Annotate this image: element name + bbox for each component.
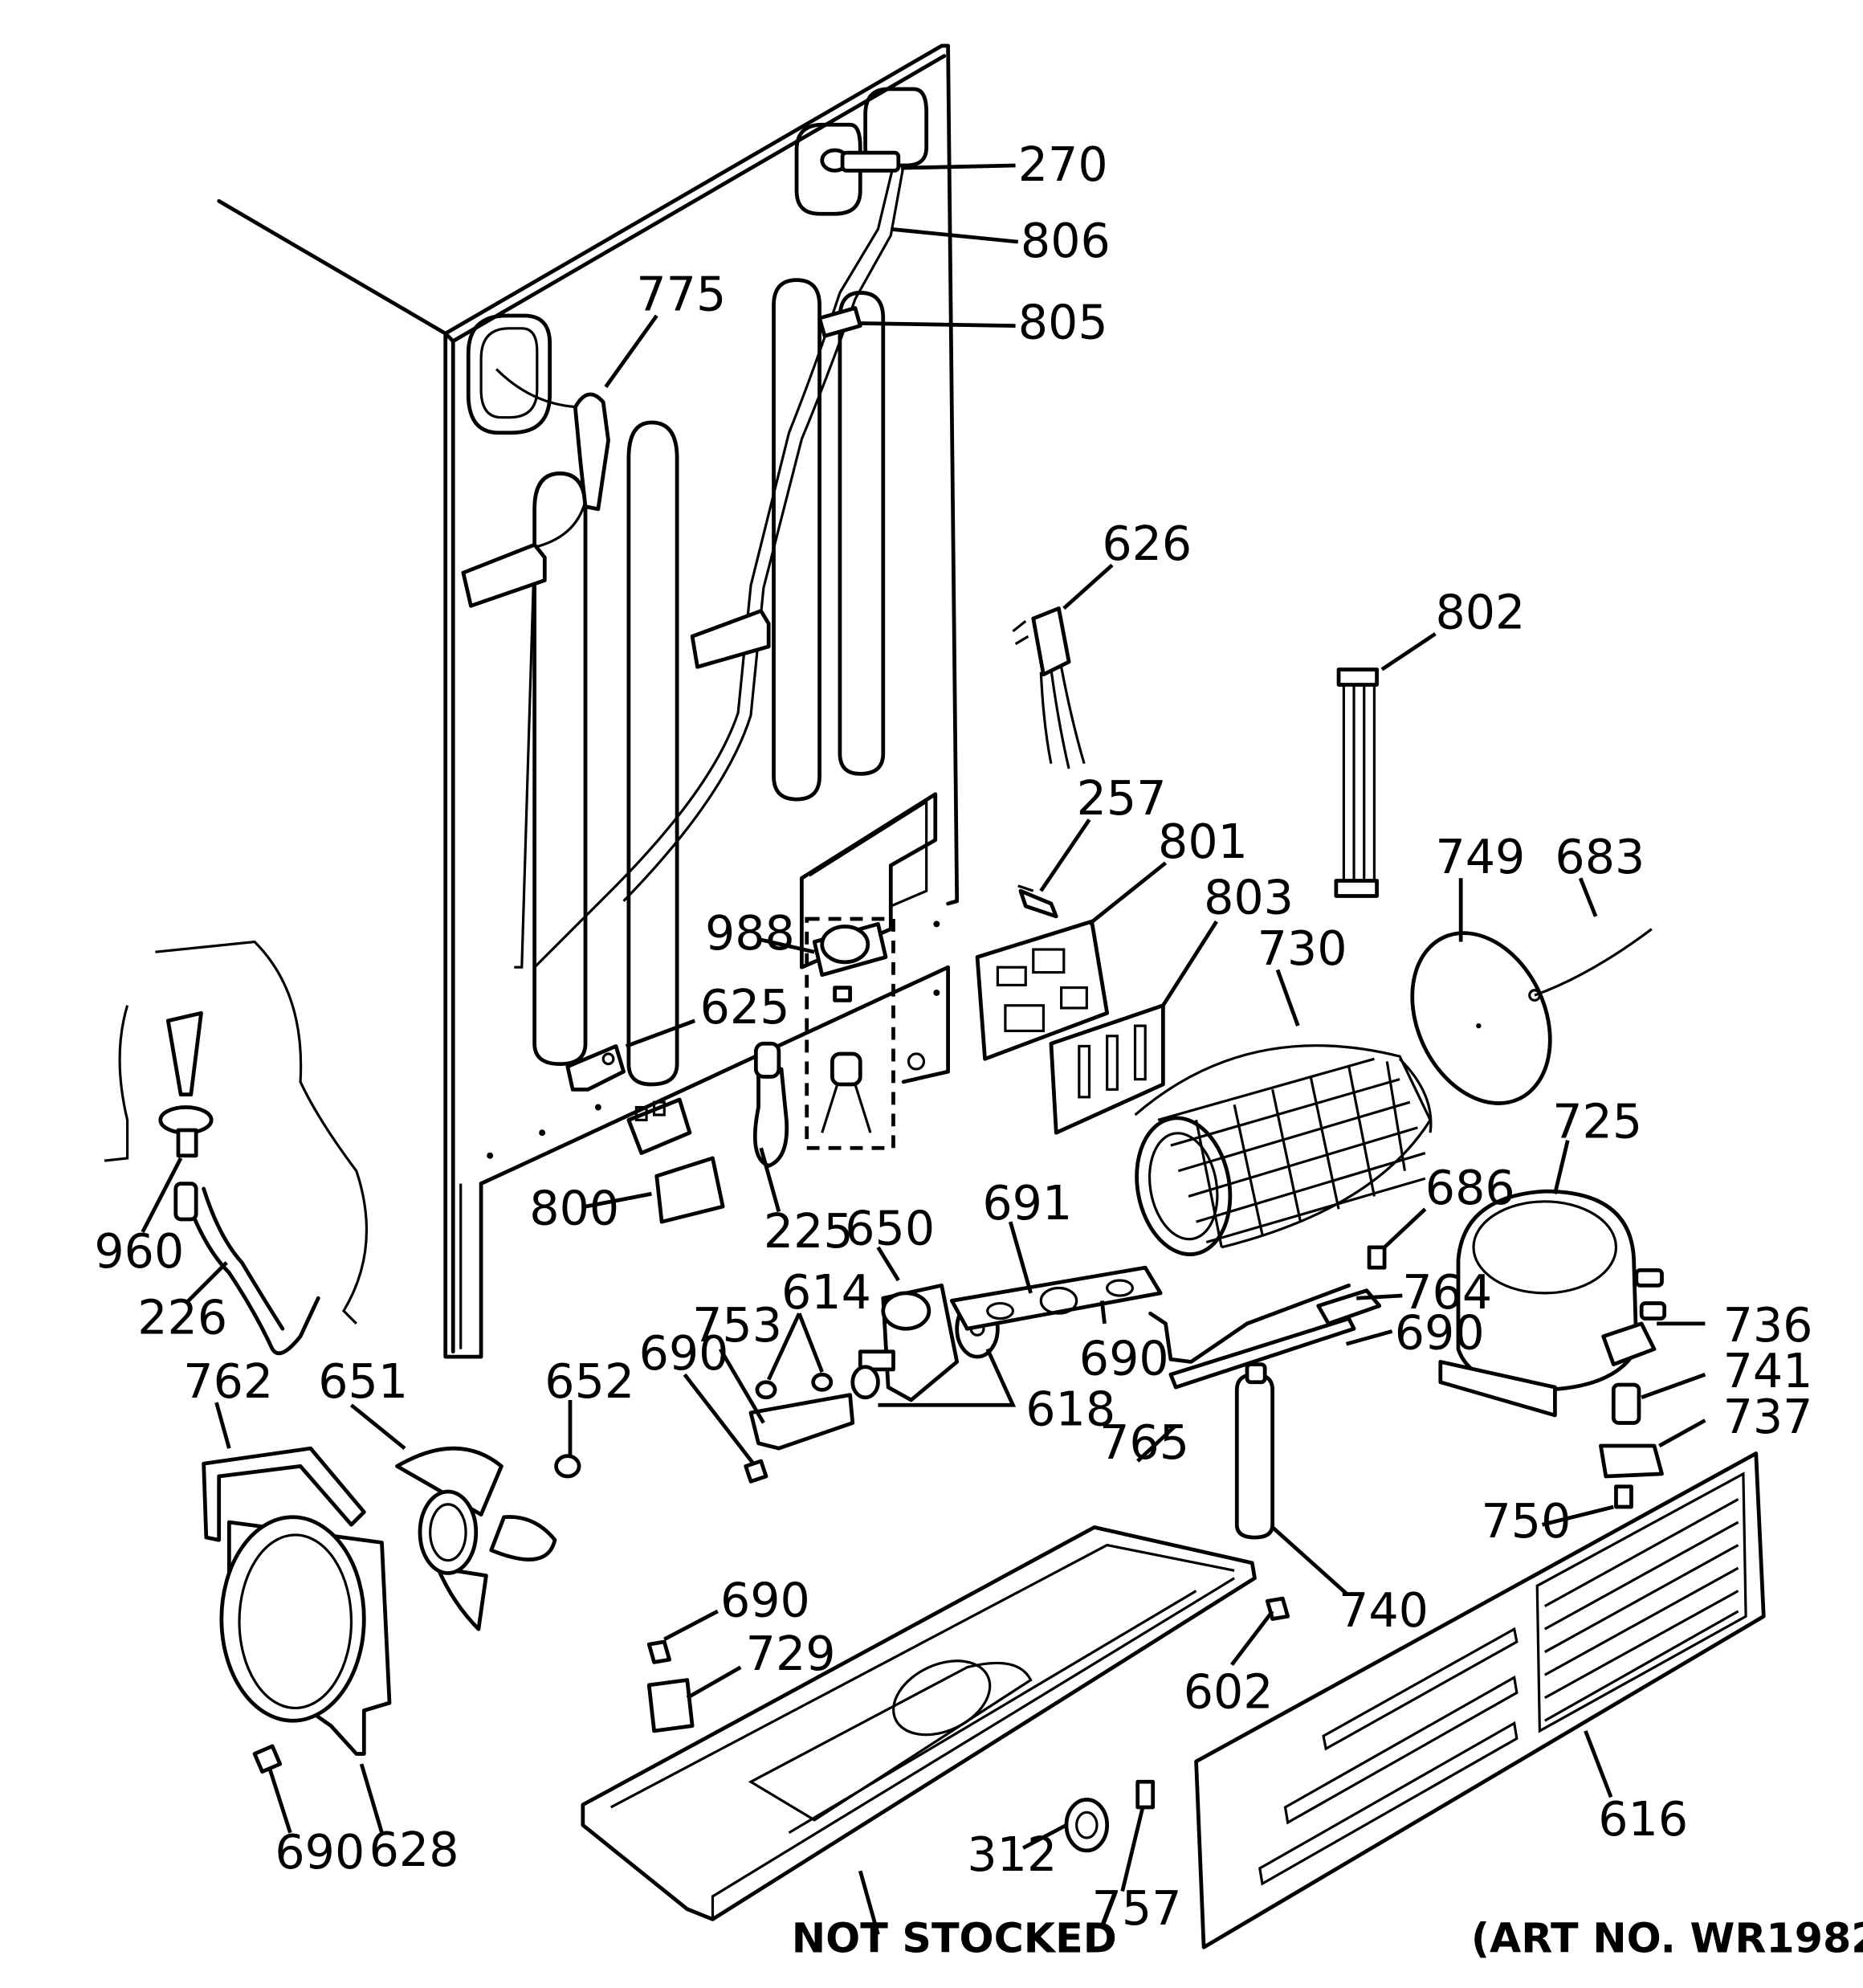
label-801: 801 [1158, 814, 1248, 869]
label-690-d: 690 [720, 1573, 810, 1627]
base-pan-not-stocked [581, 1525, 1257, 1921]
compressor [1438, 1189, 1667, 1418]
clip-729 [646, 1678, 695, 1733]
label-616: 616 [1598, 1792, 1688, 1847]
label-805: 805 [1018, 295, 1108, 349]
label-729: 729 [746, 1627, 836, 1681]
label-651: 651 [318, 1354, 408, 1409]
tube-clip-part [817, 306, 862, 338]
roller-312 [1064, 1798, 1110, 1853]
label-690-c: 690 [1395, 1306, 1485, 1361]
label-757: 757 [1092, 1881, 1182, 1936]
bracket-753 [748, 1393, 855, 1451]
part-number-labels: 270 806 805 775 626 802 257 801 749 683 … [94, 137, 1863, 1962]
bracket-part [565, 1044, 626, 1092]
label-690-e: 690 [275, 1825, 365, 1880]
label-800: 800 [529, 1181, 619, 1235]
tube-grommet-part [820, 148, 901, 173]
mount-737 [1599, 1443, 1664, 1479]
label-725: 725 [1552, 1095, 1642, 1149]
label-625: 625 [700, 980, 790, 1035]
drain-assembly [104, 940, 368, 1356]
label-626: 626 [1102, 516, 1192, 571]
condenser-fan-blade [395, 1446, 557, 1631]
power-cord-part [1012, 606, 1086, 769]
label-690-b: 690 [1079, 1331, 1169, 1386]
fan-shroud [219, 1515, 392, 1756]
main-control-board [975, 919, 1110, 1061]
grommet-614b [811, 1372, 834, 1392]
label-690-a: 690 [639, 1326, 729, 1381]
condenser-coil [1134, 1044, 1433, 1256]
label-650: 650 [845, 1202, 935, 1256]
label-803: 803 [1204, 871, 1294, 925]
screw-690-729 [646, 1639, 671, 1664]
defrost-water-tube [752, 1047, 789, 1168]
label-740: 740 [1339, 1583, 1429, 1638]
label-257: 257 [1077, 771, 1167, 826]
label-802: 802 [1435, 586, 1525, 640]
screw-part [1367, 1245, 1387, 1270]
label-749: 749 [1435, 830, 1525, 884]
control-board-cover [1049, 1003, 1165, 1135]
label-762: 762 [183, 1354, 273, 1409]
label-628: 628 [369, 1823, 459, 1877]
not-stocked-caption: NOT STOCKED [792, 1915, 1117, 1962]
label-652: 652 [544, 1354, 634, 1409]
drier [1234, 1362, 1275, 1540]
grommet-614a [755, 1380, 777, 1400]
cabinet-back-panel [217, 43, 960, 1359]
art-number-caption: (ART NO. WR19822 C8) [1471, 1915, 1863, 1962]
label-765: 765 [1099, 1415, 1189, 1470]
label-602: 602 [1184, 1664, 1274, 1719]
thermistor-part [1017, 884, 1058, 919]
harness-clamp-part [573, 392, 610, 512]
label-737: 737 [1723, 1390, 1813, 1444]
label-614: 614 [781, 1265, 871, 1320]
mounting-strip [1168, 1316, 1356, 1390]
label-730: 730 [1258, 921, 1347, 976]
discharge-tube [1148, 1283, 1351, 1364]
label-618: 618 [1025, 1382, 1115, 1437]
compressor-strap [949, 1265, 1163, 1331]
condenser-fan-shroud-disc [1410, 931, 1552, 1105]
screw-690-753 [744, 1459, 768, 1484]
grommet-741 [1611, 1382, 1641, 1425]
leader-lines [141, 163, 1706, 1936]
wire-harness-part [1334, 667, 1379, 898]
label-225: 225 [764, 1204, 854, 1259]
label-736: 736 [1723, 1298, 1813, 1353]
label-775: 775 [636, 267, 726, 322]
label-988: 988 [705, 906, 795, 961]
pin-750 [1614, 1484, 1633, 1509]
label-741: 741 [1723, 1344, 1813, 1398]
label-750: 750 [1482, 1494, 1572, 1549]
label-226: 226 [137, 1291, 227, 1345]
label-764: 764 [1402, 1265, 1492, 1320]
label-960: 960 [94, 1224, 184, 1279]
label-683: 683 [1555, 830, 1645, 884]
water-tube-762 [202, 1446, 366, 1542]
label-270: 270 [1018, 137, 1108, 192]
screw-757 [1135, 1779, 1156, 1810]
label-686: 686 [1425, 1161, 1515, 1215]
cable-tie-part [1534, 928, 1653, 997]
label-753: 753 [692, 1298, 782, 1353]
rear-grille-616 [1194, 1451, 1766, 1949]
label-312: 312 [967, 1827, 1057, 1882]
label-806: 806 [1021, 214, 1111, 268]
label-691: 691 [982, 1176, 1072, 1231]
screw-690-shroud [252, 1744, 283, 1774]
relay-assembly [805, 916, 895, 1150]
defrost-switch-part [626, 1097, 725, 1224]
nut-652 [554, 1454, 581, 1479]
